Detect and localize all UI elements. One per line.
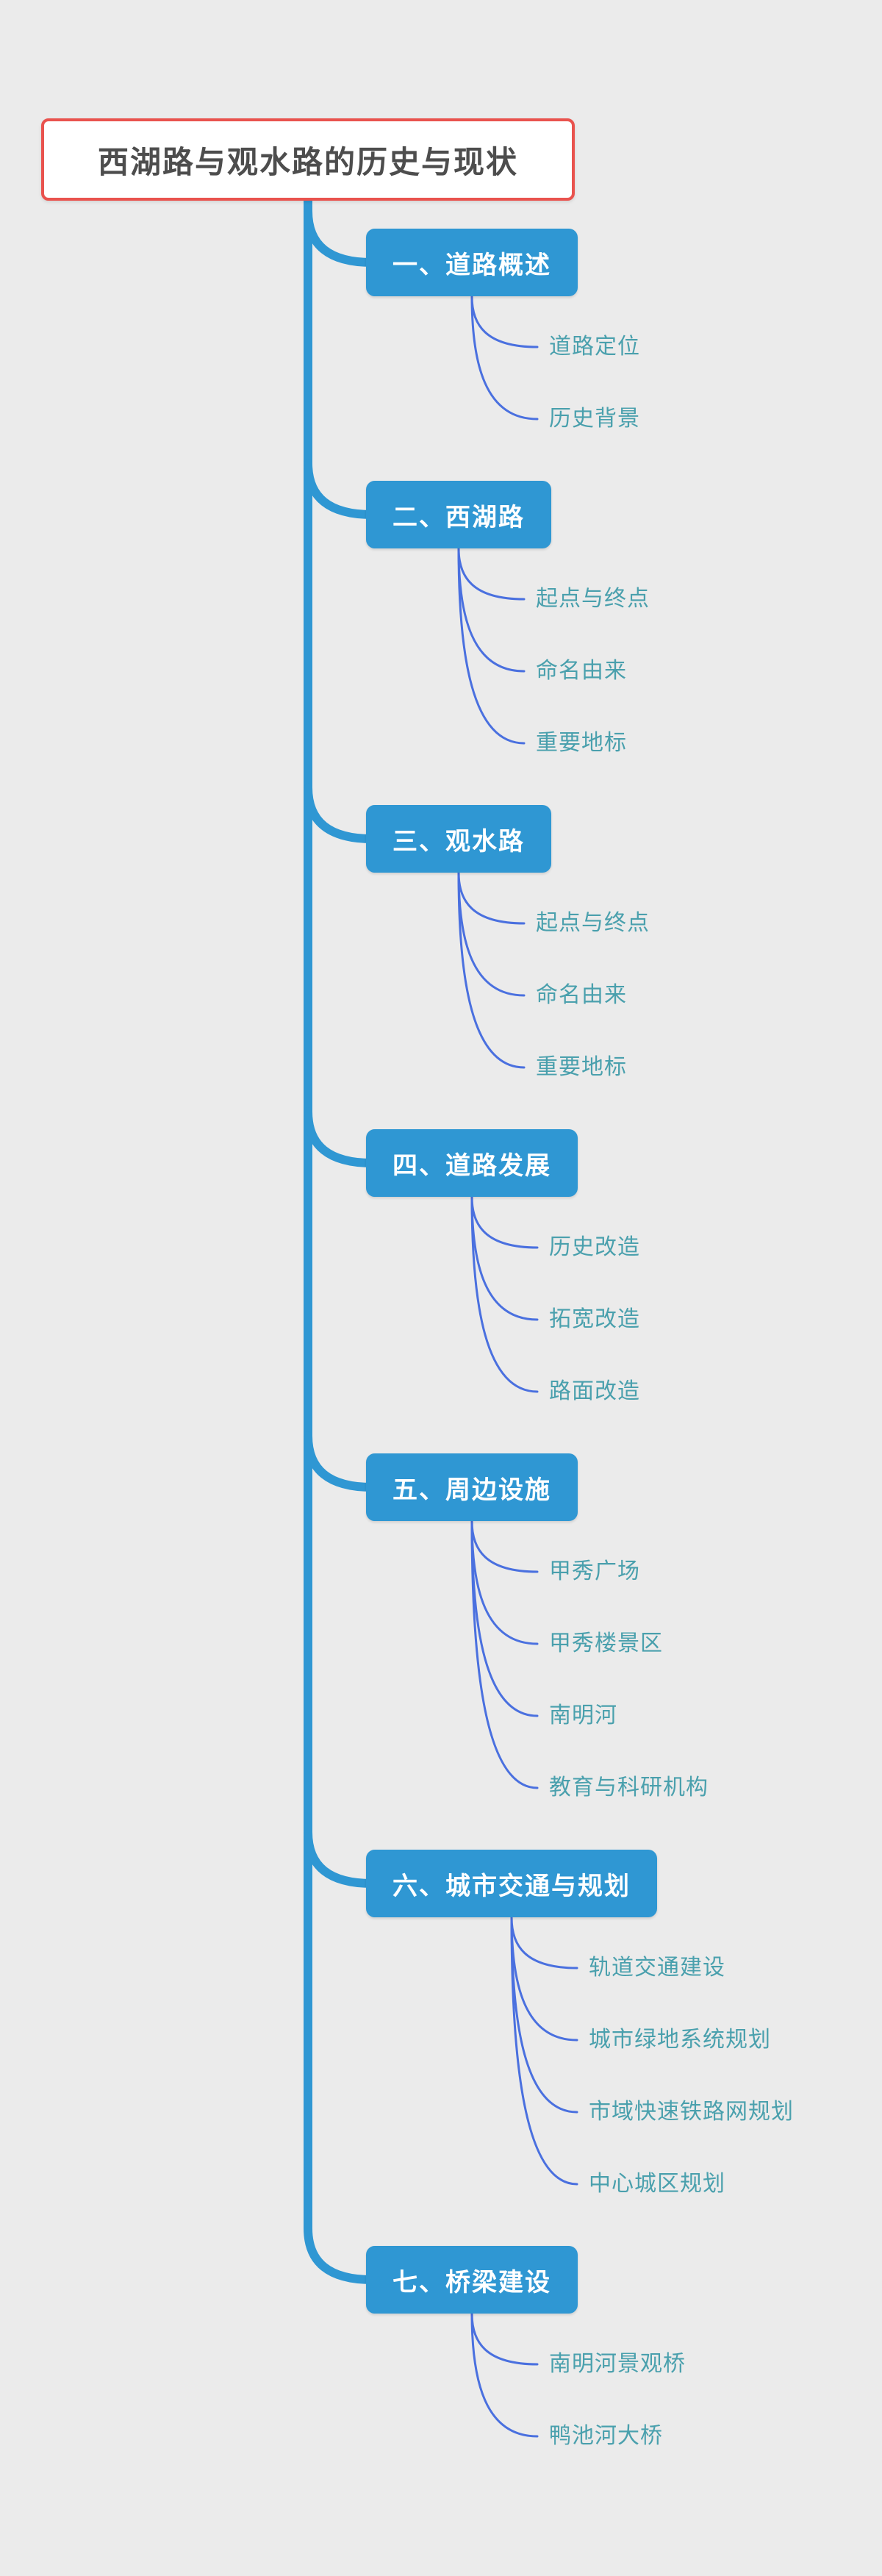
- connector-path: [304, 1828, 376, 1888]
- connector-path: [470, 1195, 539, 1249]
- connector-path: [304, 459, 376, 519]
- child-topic[interactable]: 南明河: [549, 1703, 617, 1728]
- child-topic[interactable]: 甲秀楼景区: [549, 1631, 663, 1656]
- child-topic[interactable]: 教育与科研机构: [549, 1775, 709, 1800]
- connector-path: [470, 1520, 539, 1789]
- branch-node-2[interactable]: 二、西湖路: [366, 481, 551, 548]
- root-topic[interactable]: 西湖路与观水路的历史与现状: [41, 118, 575, 201]
- child-topic[interactable]: 历史改造: [549, 1235, 640, 1259]
- child-topic[interactable]: 鸭池河大桥: [549, 2424, 663, 2448]
- child-topic[interactable]: 起点与终点: [536, 587, 650, 611]
- child-topic[interactable]: 甲秀广场: [549, 1559, 640, 1584]
- connector-path: [457, 871, 526, 1069]
- connector-path: [457, 871, 526, 925]
- child-topic[interactable]: 拓宽改造: [549, 1307, 640, 1331]
- child-topic[interactable]: 命名由来: [536, 659, 627, 683]
- connector-path: [457, 547, 526, 673]
- child-topic[interactable]: 历史背景: [549, 407, 640, 431]
- child-topic[interactable]: 中心城区规划: [589, 2172, 725, 2196]
- branch-label: 三、观水路: [392, 827, 525, 856]
- branch-label: 一、道路概述: [392, 251, 551, 279]
- connector-path: [470, 2312, 539, 2438]
- branch-label: 二、西湖路: [392, 503, 525, 532]
- child-topic[interactable]: 市域快速铁路网规划: [589, 2100, 794, 2124]
- connector-path: [457, 547, 526, 745]
- branch-label: 四、道路发展: [392, 1151, 551, 1180]
- branch-node-3[interactable]: 三、观水路: [366, 805, 551, 873]
- connector-path: [470, 1520, 539, 1573]
- branch-node-6[interactable]: 六、城市交通与规划: [366, 1850, 657, 1917]
- connector-path: [470, 295, 539, 421]
- connector-path: [457, 547, 526, 601]
- root-topic-label: 西湖路与观水路的历史与现状: [97, 144, 518, 179]
- connector-path: [470, 1520, 539, 1717]
- connector-path: [510, 1916, 578, 1969]
- connector-path: [470, 1195, 539, 1321]
- branch-label: 五、周边设施: [392, 1475, 551, 1504]
- child-topic[interactable]: 重要地标: [536, 1055, 627, 1079]
- connector-path: [510, 1916, 578, 2042]
- connector-path: [470, 1520, 539, 1645]
- connector-path: [304, 207, 376, 267]
- child-topic[interactable]: 道路定位: [549, 334, 640, 359]
- connector-path: [304, 1431, 376, 1492]
- connector-path: [510, 1916, 578, 2114]
- connector-path: [470, 2312, 539, 2366]
- child-topic[interactable]: 路面改造: [549, 1379, 640, 1403]
- connector-path: [304, 1107, 376, 1167]
- branch-label: 七、桥梁建设: [392, 2268, 551, 2297]
- child-topic[interactable]: 城市绿地系统规划: [589, 2028, 771, 2052]
- connector-path: [457, 871, 526, 997]
- connector-path: [510, 1916, 578, 2186]
- child-topic[interactable]: 南明河景观桥: [549, 2352, 686, 2376]
- branch-label: 六、城市交通与规划: [392, 1872, 631, 1900]
- child-topic[interactable]: 重要地标: [536, 731, 627, 755]
- connector-path: [470, 1195, 539, 1393]
- child-topic[interactable]: 命名由来: [536, 983, 627, 1007]
- branch-node-5[interactable]: 五、周边设施: [366, 1453, 578, 1521]
- connector-path: [304, 783, 376, 843]
- connector-path: [470, 295, 539, 348]
- branch-node-7[interactable]: 七、桥梁建设: [366, 2246, 578, 2314]
- child-topic[interactable]: 轨道交通建设: [589, 1956, 725, 1980]
- child-topic[interactable]: 起点与终点: [536, 911, 650, 935]
- branch-node-4[interactable]: 四、道路发展: [366, 1129, 578, 1197]
- connector-path: [304, 196, 376, 2284]
- branch-node-1[interactable]: 一、道路概述: [366, 229, 578, 296]
